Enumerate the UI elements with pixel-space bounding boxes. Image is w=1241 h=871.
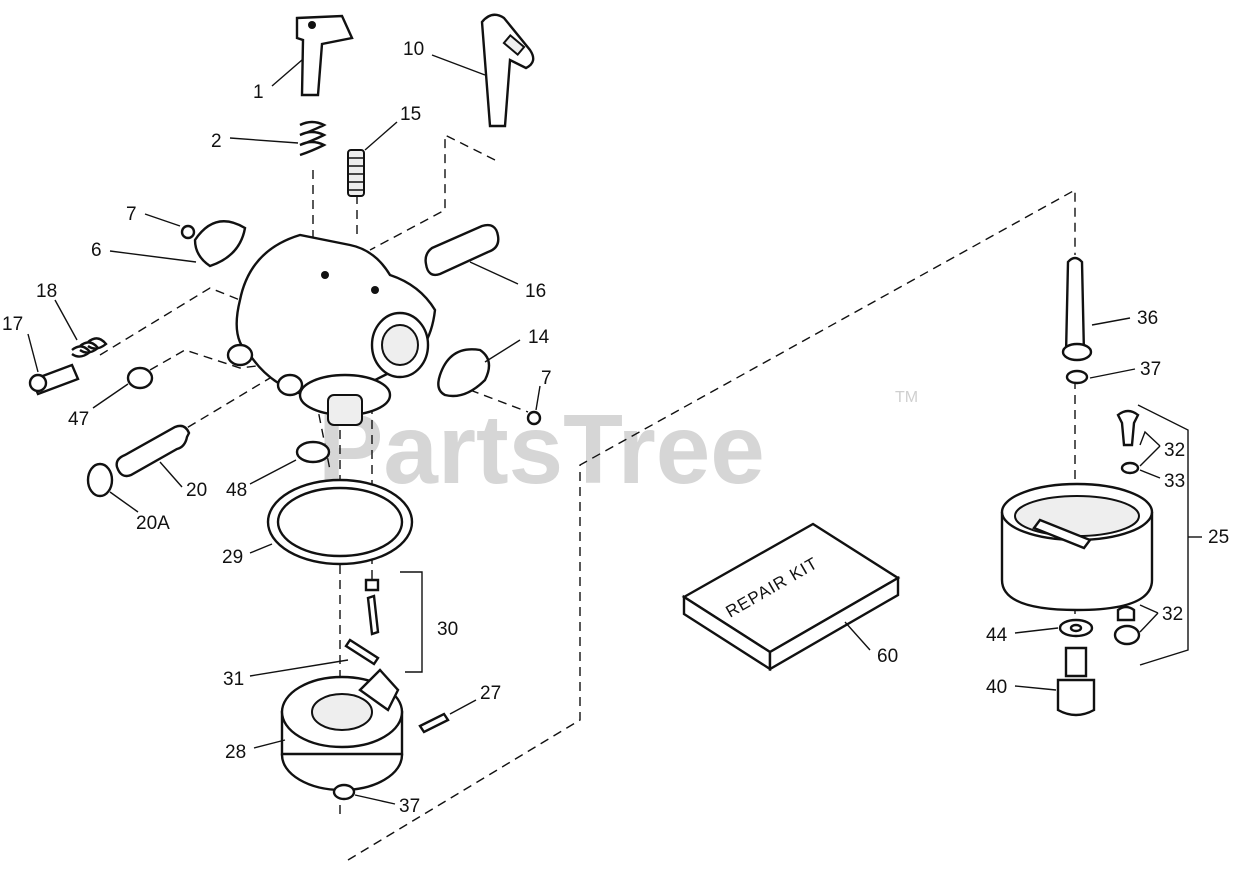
- callout-44: 44: [986, 625, 1008, 646]
- callout-7-right: 7: [541, 368, 552, 389]
- callout-40: 40: [986, 677, 1007, 698]
- callout-29: 29: [222, 547, 243, 568]
- callout-2: 2: [211, 131, 222, 152]
- repair-kit: REPAIR KIT: [681, 522, 901, 672]
- watermark-text: PartsTree: [318, 394, 765, 504]
- callout-28: 28: [225, 742, 246, 763]
- callout-18: 18: [36, 281, 57, 302]
- callout-25: 25: [1208, 527, 1229, 548]
- callout-16: 16: [525, 281, 546, 302]
- callout-36: 36: [1137, 308, 1158, 329]
- callout-14: 14: [528, 327, 550, 348]
- callout-33: 33: [1164, 471, 1185, 492]
- callout-17: 17: [2, 314, 23, 335]
- callout-15: 15: [400, 104, 421, 125]
- callout-32-top: 32: [1164, 440, 1185, 461]
- callout-10: 10: [403, 39, 424, 60]
- callout-labels: 1 2 10 15 7 6 16 18 17 14 7 47 20 48 20A…: [2, 39, 1229, 817]
- callout-6: 6: [91, 240, 102, 261]
- callout-30: 30: [437, 619, 458, 640]
- callout-47: 47: [68, 409, 89, 430]
- callout-20a: 20A: [136, 513, 170, 534]
- callout-32-bottom: 32: [1162, 604, 1183, 625]
- callout-31: 31: [223, 669, 244, 690]
- left-carburetor-assembly: [28, 13, 542, 801]
- leader-lines: [27, 54, 1202, 805]
- callout-37-right: 37: [1140, 359, 1161, 380]
- callout-20: 20: [186, 480, 207, 501]
- watermark-trademark: TM: [895, 389, 918, 406]
- callout-37-bottom: 37: [399, 796, 420, 817]
- callout-60: 60: [877, 646, 898, 667]
- callout-27: 27: [480, 683, 501, 704]
- callout-7-top: 7: [126, 204, 137, 225]
- callout-1: 1: [253, 82, 264, 103]
- callout-48: 48: [226, 480, 247, 501]
- right-float-bowl-assembly: [1000, 256, 1154, 717]
